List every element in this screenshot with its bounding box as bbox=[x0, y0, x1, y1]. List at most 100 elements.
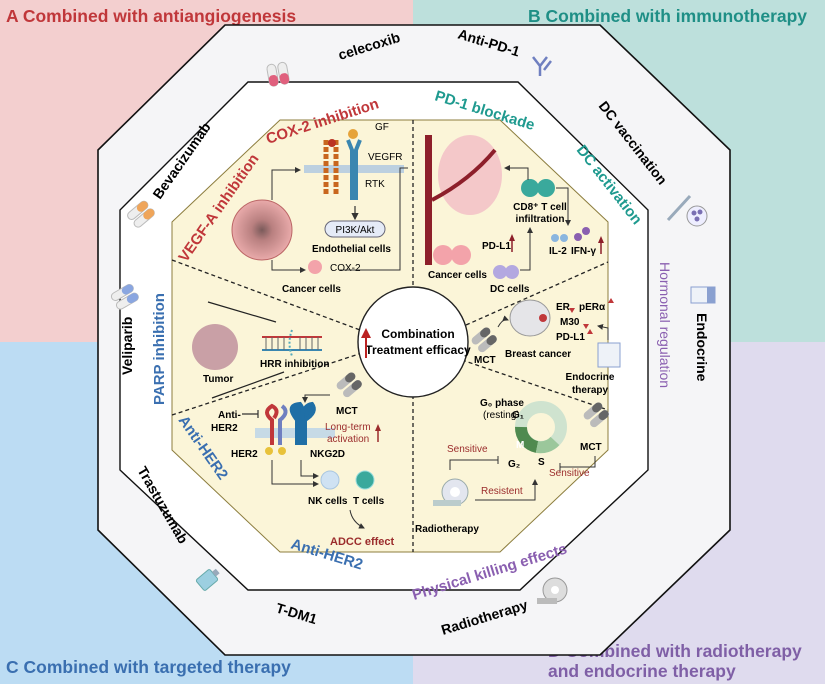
label-hrr: HRR inhibition bbox=[260, 359, 329, 370]
center-line1: Combination bbox=[381, 327, 454, 341]
label-m30: M30 bbox=[560, 317, 580, 328]
up-arrow-icon bbox=[598, 236, 604, 254]
label-mct-her2: MCT bbox=[336, 406, 358, 417]
label-resistent: Resistent bbox=[481, 486, 523, 497]
label-hormonal-regulation: Hormonal regulation bbox=[657, 262, 673, 388]
label-cancer-cells-immuno: Cancer cells bbox=[428, 270, 487, 281]
up-arrow-icon bbox=[375, 424, 381, 442]
label-g0-line1: G₀ phase bbox=[480, 398, 524, 409]
label-pera: pERα bbox=[579, 302, 606, 313]
label-pdl1-endo: PD-L1 bbox=[556, 332, 585, 343]
cell-cycle-ring bbox=[515, 401, 567, 454]
ct-scanner-icon bbox=[537, 577, 568, 604]
nkg2d-receptor-icon bbox=[289, 401, 316, 445]
label-cd8-line1: CD8⁺ T cell bbox=[513, 202, 567, 213]
label-t-cells: T cells bbox=[353, 496, 385, 507]
label-g2: G₂ bbox=[508, 459, 520, 470]
label-er: ER bbox=[556, 302, 571, 313]
panel-immunotherapy: CD8⁺ T cell infiltration IL-2 IFN-γ PD-L… bbox=[425, 135, 604, 295]
label-sensitive-1: Sensitive bbox=[447, 444, 488, 455]
up-arrow-icon bbox=[509, 234, 515, 252]
capsule-icon-mct-endo bbox=[471, 327, 497, 353]
label-g1: G₁ bbox=[512, 410, 524, 421]
her2-receptor-icon bbox=[265, 403, 288, 455]
label-cancer-cells-angio: Cancer cells bbox=[282, 284, 341, 295]
label-long-term-line1: Long-term bbox=[325, 422, 371, 433]
label-nkg2d: NKG2D bbox=[310, 449, 345, 460]
dna-icon bbox=[262, 329, 322, 357]
vegfr-receptor-icon bbox=[323, 129, 362, 200]
label-ifn: IFN-γ bbox=[571, 246, 596, 257]
endocrine-bottle-icon bbox=[690, 286, 716, 304]
quadrant-b-title: B Combined with immunotherapy bbox=[528, 6, 808, 26]
quadrant-d-title-line1: D Combined with radiotherapy bbox=[548, 641, 802, 661]
label-s-phase: S bbox=[538, 457, 545, 468]
endocrine-bottle-icon-panel bbox=[597, 342, 621, 368]
t-cell-icon bbox=[355, 470, 375, 490]
label-endocrine: Endocrine bbox=[694, 313, 710, 382]
pi3k-box bbox=[324, 220, 386, 238]
label-long-term-line2: activation bbox=[327, 434, 369, 445]
label-rtk: RTK bbox=[365, 179, 385, 190]
label-parp-inhibition: PARP inhibition bbox=[151, 293, 168, 405]
label-sensitive-2: Sensitive bbox=[549, 468, 590, 479]
quadrant-c-title: C Combined with targeted therapy bbox=[6, 657, 291, 677]
antibody-icon bbox=[532, 56, 552, 76]
center-line2: Treatment efficacy bbox=[365, 343, 471, 357]
blood-vessel-icon bbox=[425, 135, 432, 265]
ct-scanner-icon-panel bbox=[433, 478, 469, 506]
label-mct-radio: MCT bbox=[580, 442, 602, 453]
endothelial-cell-icon bbox=[231, 199, 293, 261]
vial-icon bbox=[195, 568, 220, 591]
label-cd8-line2: infiltration bbox=[516, 214, 565, 225]
label-gf: GF bbox=[375, 122, 389, 133]
cox2-cell-icon bbox=[308, 260, 322, 274]
label-endocrine-therapy-line2: therapy bbox=[572, 385, 609, 396]
label-cox2: COX-2 bbox=[330, 263, 361, 274]
quadrant-d-title-line2: and endocrine therapy bbox=[548, 661, 736, 681]
label-tumor: Tumor bbox=[203, 374, 233, 385]
label-nk-cells: NK cells bbox=[308, 496, 348, 507]
label-g0-line2: (resting) bbox=[483, 410, 520, 421]
label-breast-cancer: Breast cancer bbox=[505, 349, 571, 360]
panel-parp: Tumor HRR inhibition bbox=[192, 301, 329, 399]
syringe-icon bbox=[666, 194, 708, 227]
up-arrow-icon bbox=[361, 328, 371, 358]
label-endocrine-therapy-line1: Endocrine bbox=[566, 372, 615, 383]
capsule-icon-celecoxib bbox=[266, 61, 290, 87]
label-adcc: ADCC effect bbox=[330, 536, 395, 548]
capsule-icon-bevacizumab bbox=[127, 200, 155, 228]
capsule-icon-veliparib bbox=[110, 283, 139, 310]
label-vegfr: VEGFR bbox=[368, 152, 402, 163]
label-radiotherapy-panel: Radiotherapy bbox=[415, 524, 479, 535]
label-pi3k: PI3K/Akt bbox=[336, 225, 375, 236]
panel-dividers bbox=[171, 120, 609, 552]
label-veliparib: Veliparib bbox=[119, 317, 135, 375]
label-her2: HER2 bbox=[231, 449, 258, 460]
label-m-phase: M bbox=[516, 440, 524, 451]
label-endothelial: Endothelial cells bbox=[312, 244, 391, 255]
label-il2: IL-2 bbox=[549, 246, 567, 257]
nk-cell-icon bbox=[320, 470, 340, 490]
breast-cancer-icon bbox=[509, 299, 551, 337]
cancer-cell-icon bbox=[433, 245, 453, 265]
quadrant-d-title: D Combined with radiotherapy and endocri… bbox=[548, 641, 802, 681]
panel-radiotherapy: G₀ phase (resting) M G₁ G₂ S Sensitive S… bbox=[415, 398, 609, 535]
tumor-icon bbox=[192, 324, 238, 370]
capsule-icon-mct-radio bbox=[583, 402, 609, 428]
regulation-arrows bbox=[569, 298, 614, 340]
label-dc-cells: DC cells bbox=[490, 284, 530, 295]
dc-cell-icon bbox=[493, 265, 507, 279]
quadrant-a-title: A Combined with antiangiogenesis bbox=[6, 6, 297, 26]
panel-endocrine: ER pERα M30 PD-L1 MCT Breast cancer Endo… bbox=[471, 298, 621, 396]
label-anti-her2-line2: HER2 bbox=[211, 423, 238, 434]
panel-her2: Anti- HER2 HER2 NKG2D MCT Long-term acti… bbox=[211, 372, 395, 548]
label-mct-endo: MCT bbox=[474, 355, 496, 366]
center-circle bbox=[357, 286, 469, 398]
panel-angiogenesis: GF VEGFR RTK PI3K/Akt Endothelial cells … bbox=[231, 122, 408, 295]
cd8-t-cell-icon bbox=[521, 179, 539, 197]
label-pdl1-immuno: PD-L1 bbox=[482, 241, 511, 252]
label-anti-her2-line1: Anti- bbox=[218, 410, 241, 421]
capsule-icon-mct-her2 bbox=[336, 372, 362, 398]
